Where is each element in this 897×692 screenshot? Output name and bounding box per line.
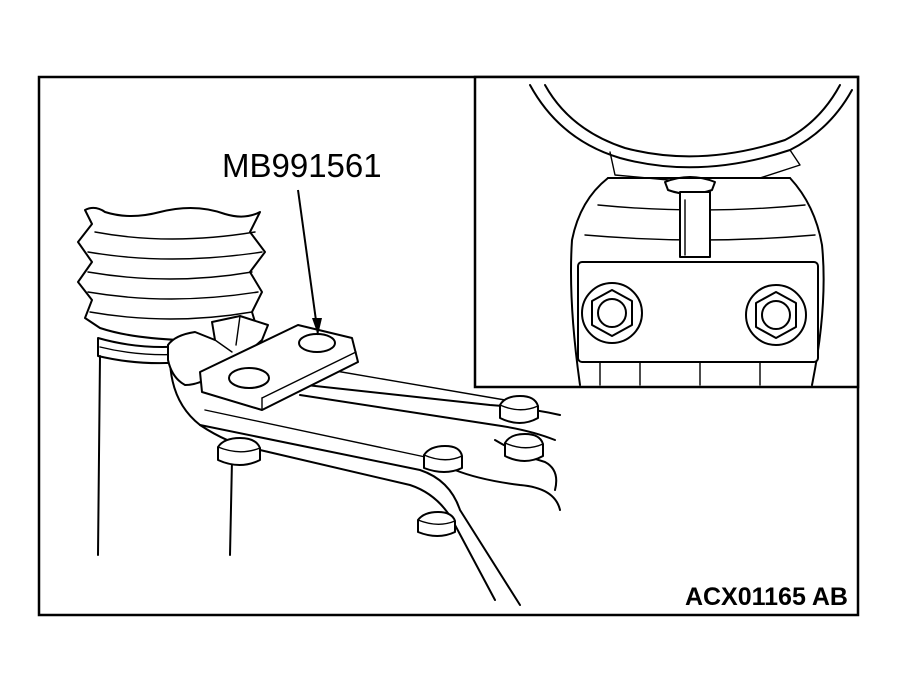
tool-plate [199,324,359,411]
bolt-middle [504,433,544,462]
tool-number-label: MB991561 [222,147,382,184]
inset-view [473,75,860,389]
bolt-upper [499,395,539,424]
inset-bolt-right [745,284,807,346]
inset-jaw [570,177,825,386]
shaft-body [97,355,233,556]
plate-hole-left [228,367,270,389]
bolt-center [423,445,463,473]
inset-band [529,84,853,195]
boot-bellows [77,206,266,342]
figure-code-label: ACX01165 AB [685,583,848,611]
main-view: MB991561 [77,147,561,606]
leader-arrowhead [312,318,322,335]
bolt-lower [417,511,456,537]
bolt-lower-left [217,437,261,466]
pincer-head [167,315,269,386]
inset-plate [577,261,819,386]
leader-line [297,189,319,336]
inset-bolt-left [581,282,643,344]
